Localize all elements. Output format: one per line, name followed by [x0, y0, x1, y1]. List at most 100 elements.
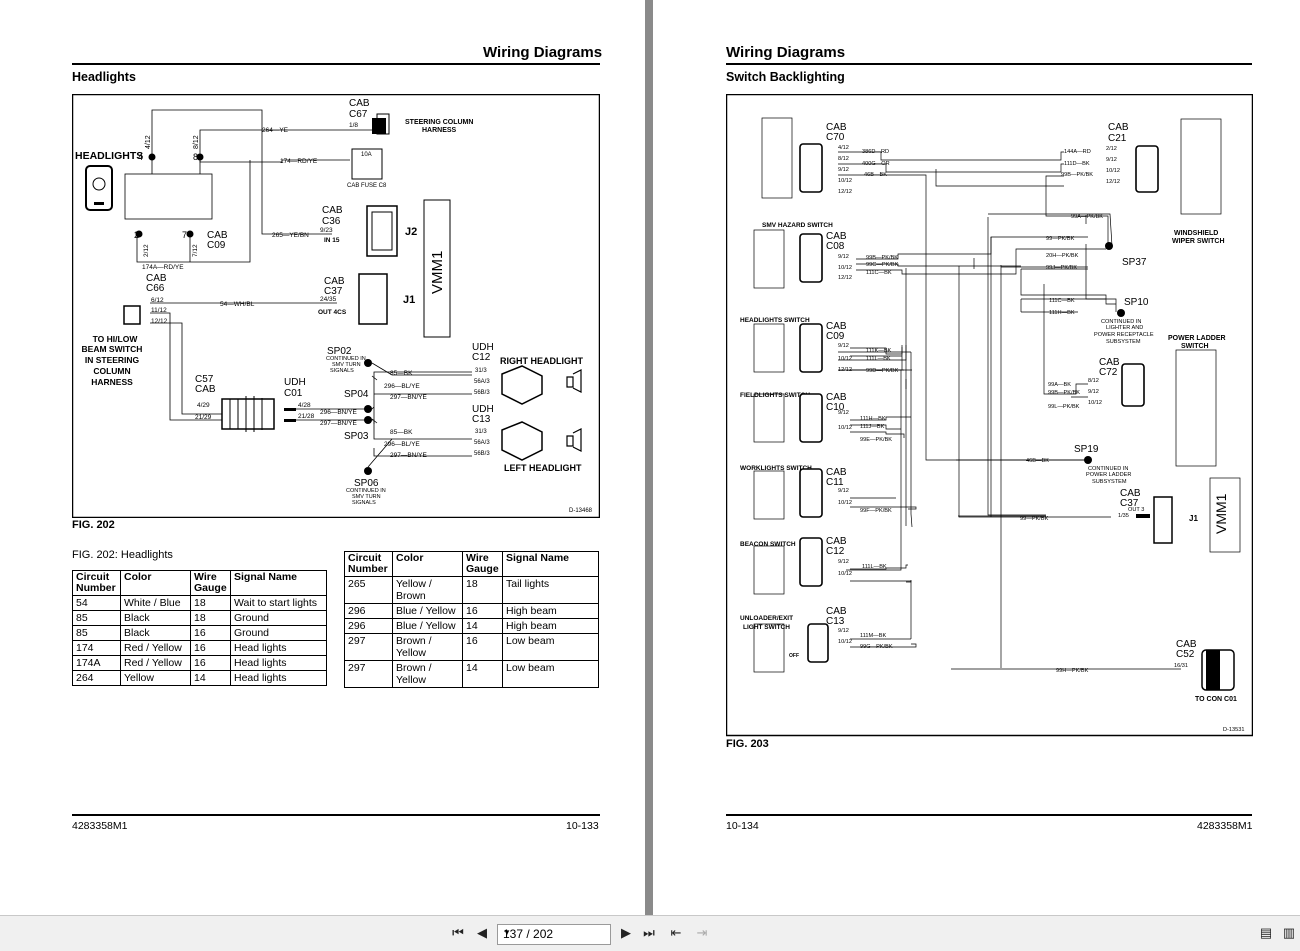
table-cell: 14 — [190, 670, 231, 686]
diagram-label: BEAM SWITCH — [82, 344, 143, 354]
table-cell: 14 — [462, 618, 503, 634]
last-page-icon[interactable]: ⏭ — [643, 925, 655, 940]
diagram-label: LEFT HEADLIGHT — [504, 463, 582, 473]
diagram-label: TO CON C01 — [1195, 696, 1237, 703]
diagram-label: 111L—BK — [866, 356, 891, 362]
diagram-label: 16/31 — [1174, 663, 1188, 669]
first-page-icon[interactable]: ⏮ — [452, 925, 464, 940]
diagram-label: CAB — [826, 321, 847, 332]
diagram-label: COLUMN — [93, 366, 130, 376]
diagram-label: 7/12 — [192, 244, 199, 257]
diagram-label: 297—BN/YE — [390, 452, 428, 459]
diagram-label: 99C—PK/BK — [866, 262, 899, 268]
table-caption-label: FIG. 202: — [72, 549, 118, 561]
diagram-label: 1/35 — [1118, 513, 1129, 519]
diagram-label: CONTINUED IN — [1088, 466, 1128, 472]
diagram-label: CAB — [207, 230, 228, 241]
diagram-label: C12 — [472, 352, 491, 363]
table-cell: Red / Yellow — [120, 640, 191, 656]
section-title: Switch Backlighting — [726, 70, 845, 84]
diagram-label: 10/12 — [838, 500, 852, 506]
diagram-label: 174—RD/YE — [280, 158, 318, 165]
diagram-label: CONTINUED IN — [1101, 319, 1141, 325]
switch-backlighting-wiring-diagram: SMV HAZARD SWITCH HEADLIGHTS SWITCH FIEL… — [726, 94, 1253, 737]
next-page-icon[interactable]: ▶ — [621, 925, 631, 940]
table-cell: Head lights — [230, 640, 327, 656]
diagram-label: 296—BL/YE — [384, 441, 420, 448]
page-indicator: 137 / 202 — [503, 927, 554, 941]
diagram-label: C70 — [826, 132, 845, 143]
diagram-label: 4/28 — [298, 402, 311, 409]
page-header: Wiring Diagrams — [726, 44, 846, 61]
diagram-label: 400G—OR — [862, 161, 890, 167]
diagram-label: 21/29 — [195, 414, 212, 421]
go-back-icon[interactable]: ⇤ — [670, 925, 682, 940]
chevron-down-icon[interactable]: ▼ — [503, 928, 511, 937]
right-page: Wiring Diagrams Switch Backlighting — [653, 0, 1300, 915]
diagram-label: 10A — [361, 152, 372, 158]
diagram-label: C36 — [322, 216, 341, 227]
single-page-view-icon[interactable]: ▤ — [1259, 925, 1273, 940]
diagram-label: C57 — [195, 374, 214, 385]
diagram-label: C67 — [349, 109, 368, 120]
diagram-label: 99D—PK/BK — [866, 368, 899, 374]
table-cell: 297 — [344, 633, 393, 661]
diagram-label: SMV TURN — [352, 494, 381, 500]
diagram-label: C72 — [1099, 367, 1118, 378]
diagram-label: 99—PK/BK — [1020, 516, 1049, 522]
diagram-label: 9/12 — [838, 254, 849, 260]
diagram-label: D-13531 — [1223, 727, 1244, 733]
table-cell: Head lights — [230, 670, 327, 686]
diagram-label: CAB — [1120, 488, 1141, 499]
diagram-label: CAB — [826, 467, 847, 478]
diagram-label: CAB — [826, 392, 847, 403]
diagram-label: WORKLIGHTS SWITCH — [740, 465, 812, 472]
diagram-label: VMM1 — [429, 251, 446, 294]
previous-page-icon[interactable]: ◀ — [477, 925, 487, 940]
diagram-label: 111C—BK — [866, 270, 892, 276]
diagram-label: 9/12 — [838, 167, 849, 173]
table-cell: Ground — [230, 625, 327, 641]
table-cell: Blue / Yellow — [392, 618, 463, 634]
diagram-label: C09 — [826, 331, 845, 342]
diagram-label: 8 — [193, 152, 198, 162]
column-header: Wire Gauge — [462, 551, 503, 577]
diagram-label: 386D—RD — [862, 149, 889, 155]
diagram-label: 9/12 — [838, 559, 849, 565]
diagram-label: HARNESS — [422, 127, 457, 134]
diagram-label: 12/12 — [838, 275, 852, 281]
continuous-view-icon[interactable]: ▥ — [1282, 925, 1296, 940]
diagram-label: 7 — [182, 230, 187, 240]
diagram-label: OUT 3 — [1128, 507, 1144, 513]
diagram-label: 1/8 — [349, 122, 358, 129]
diagram-label: 99B—PK/BK — [866, 255, 898, 261]
table-cell: 296 — [344, 618, 393, 634]
diagram-label: 111K—BK — [866, 348, 892, 354]
diagram-label: 46B—BK — [864, 172, 887, 178]
page-gap — [645, 0, 653, 915]
diagram-label: 10/12 — [838, 571, 852, 577]
footer-left: 4283358M1 — [72, 820, 128, 832]
diagram-label: 12/12 — [838, 189, 852, 195]
column-header: Color — [392, 551, 463, 577]
figure-label: FIG. 203 — [726, 738, 769, 750]
footer-rule — [726, 814, 1252, 816]
table-cell: Low beam — [502, 660, 599, 688]
diagram-label: 11/12 — [151, 307, 167, 314]
diagram-label: 111H—BK — [860, 416, 886, 422]
diagram-label: 6/12 — [151, 297, 164, 304]
diagram-label: CAB — [1176, 639, 1197, 650]
diagram-label: CAB — [324, 276, 345, 287]
table-cell: Red / Yellow — [120, 655, 191, 671]
go-forward-icon[interactable]: ⇥ — [696, 925, 708, 940]
page-number-input[interactable]: 137 / 202 ▼ — [497, 924, 611, 945]
diagram-label: 2 — [134, 230, 139, 240]
diagram-label: 31/3 — [475, 429, 487, 435]
diagram-label: SIGNALS — [352, 500, 376, 506]
